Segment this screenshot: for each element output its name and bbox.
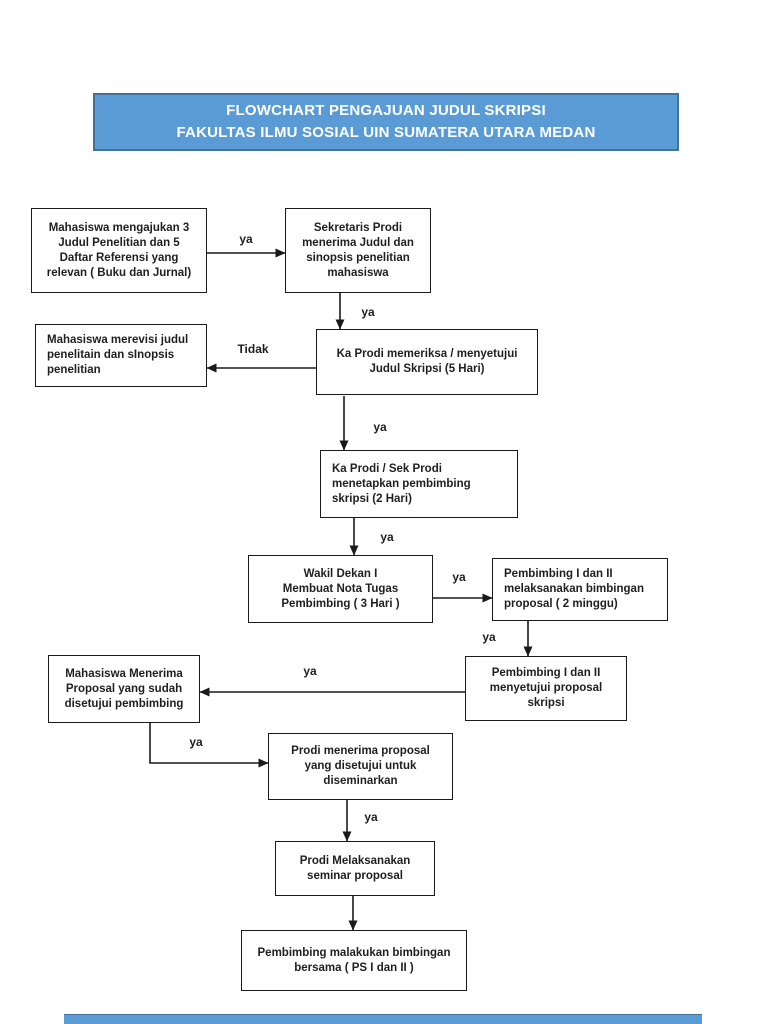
- flow-node-wakil-dekan-nota-tugas: Wakil Dekan I Membuat Nota Tugas Pembimb…: [248, 555, 433, 623]
- next-page-banner-strip: [64, 1014, 702, 1024]
- edge-label-ya-6: ya: [482, 630, 496, 644]
- flow-node-mahasiswa-menerima-proposal: Mahasiswa Menerima Proposal yang sudah d…: [48, 655, 200, 723]
- title-line2: FAKULTAS ILMU SOSIAL UIN SUMATERA UTARA …: [176, 124, 596, 141]
- edge-label-ya-8: ya: [189, 735, 203, 749]
- flow-node-label: Mahasiswa mengajukan 3 Judul Penelitian …: [46, 221, 192, 279]
- flow-node-label: Ka Prodi memeriksa / menyetujui Judul Sk…: [336, 348, 518, 375]
- flow-node-label: Prodi menerima proposal yang disetujui u…: [291, 745, 430, 787]
- edge-label-tidak-2: Tidak: [237, 342, 269, 356]
- flow-node-label: Pembimbing I dan II melaksanakan bimbing…: [504, 568, 644, 610]
- edge-label-ya-0: ya: [239, 232, 253, 246]
- flow-node-prodi-melaksanakan-seminar: Prodi Melaksanakan seminar proposal: [275, 841, 435, 896]
- edge-label-ya-1: ya: [361, 305, 375, 319]
- flow-node-kaprodi-memeriksa: Ka Prodi memeriksa / menyetujui Judul Sk…: [316, 329, 538, 395]
- edge-label-ya-5: ya: [452, 570, 466, 584]
- flow-node-label: Prodi Melaksanakan seminar proposal: [299, 854, 411, 882]
- title-banner: FLOWCHART PENGAJUAN JUDUL SKRIPSI FAKULT…: [93, 93, 679, 151]
- flow-node-sekretaris-prodi-menerima: Sekretaris Prodi menerima Judul dan sino…: [285, 208, 431, 293]
- flow-node-mahasiswa-mengajukan-judul: Mahasiswa mengajukan 3 Judul Penelitian …: [31, 208, 207, 293]
- flow-node-pembimbing-bimbingan-bersama: Pembimbing malakukan bimbingan bersama (…: [241, 930, 467, 991]
- edge-label-ya-9: ya: [364, 810, 378, 824]
- flow-node-label: Wakil Dekan I Membuat Nota Tugas Pembimb…: [281, 567, 400, 610]
- edge-label-ya-4: ya: [380, 530, 394, 544]
- flow-node-label: Pembimbing I dan II menyetujui proposal …: [489, 667, 603, 709]
- flow-connector-8: [149, 723, 269, 768]
- edge-label-ya-3: ya: [373, 420, 387, 434]
- flow-node-label: Mahasiswa merevisi judul penelitain dan …: [47, 334, 189, 376]
- flow-node-label: Sekretaris Prodi menerima Judul dan sino…: [302, 221, 414, 279]
- flow-node-pembimbing-melaksanakan-bimbingan: Pembimbing I dan II melaksanakan bimbing…: [492, 558, 668, 621]
- edge-label-ya-7: ya: [303, 664, 317, 678]
- flow-node-label: Ka Prodi / Sek Prodi menetapkan pembimbi…: [332, 462, 471, 505]
- flow-node-mahasiswa-merevisi-judul: Mahasiswa merevisi judul penelitain dan …: [35, 324, 207, 387]
- flow-node-label: Mahasiswa Menerima Proposal yang sudah d…: [64, 667, 184, 710]
- flow-node-kaprodi-menetapkan-pembimbing: Ka Prodi / Sek Prodi menetapkan pembimbi…: [320, 450, 518, 518]
- flow-node-label: Pembimbing malakukan bimbingan bersama (…: [257, 946, 451, 974]
- flow-node-pembimbing-menyetujui-proposal: Pembimbing I dan II menyetujui proposal …: [465, 656, 627, 721]
- flow-node-prodi-menerima-proposal: Prodi menerima proposal yang disetujui u…: [268, 733, 453, 800]
- title-line1: FLOWCHART PENGAJUAN JUDUL SKRIPSI: [226, 102, 546, 119]
